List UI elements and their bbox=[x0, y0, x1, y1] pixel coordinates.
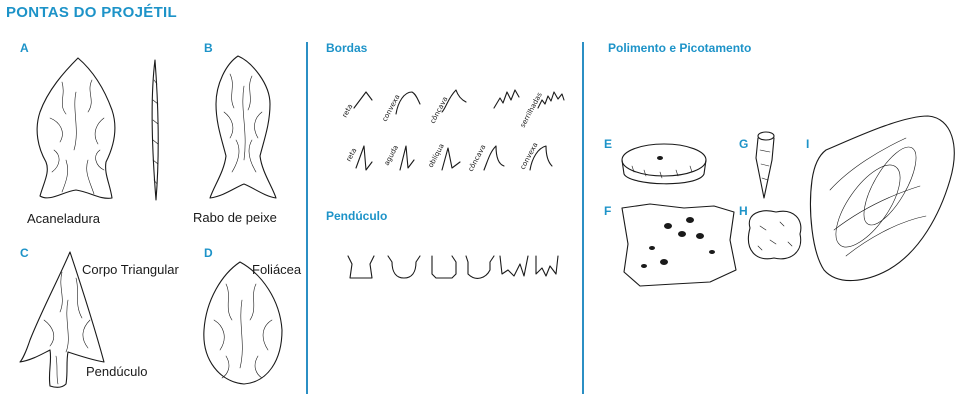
polish-h-illustration bbox=[748, 210, 802, 260]
point-c-illustration bbox=[19, 251, 105, 388]
bordas-row2-glyphs bbox=[355, 145, 553, 171]
bordas-title: Bordas bbox=[326, 41, 368, 55]
polish-i-illustration bbox=[810, 115, 955, 282]
label-a: A bbox=[20, 41, 29, 55]
point-a-illustration bbox=[36, 57, 116, 199]
caption-penduculo: Pendúculo bbox=[86, 364, 148, 379]
point-b-illustration bbox=[209, 55, 277, 199]
page-title: PONTAS DO PROJÉTIL bbox=[6, 4, 177, 21]
label-f: F bbox=[604, 204, 612, 218]
bordas-label-aguda: aguda bbox=[383, 144, 400, 167]
bordas-row1-labels: reta convexa côncava serrilhadas bbox=[341, 91, 544, 129]
label-e: E bbox=[604, 137, 613, 151]
caption-rabo-de-peixe: Rabo de peixe bbox=[193, 210, 277, 225]
label-i: I bbox=[806, 137, 810, 151]
label-d: D bbox=[204, 246, 213, 260]
divider-left bbox=[306, 42, 308, 394]
point-a-side-illustration bbox=[151, 59, 159, 201]
point-d-illustration bbox=[203, 261, 283, 385]
polish-f-illustration bbox=[621, 203, 737, 287]
bordas-label-reta: reta bbox=[341, 103, 355, 119]
label-c: C bbox=[20, 246, 29, 260]
bordas-label-convexa-2: convexa bbox=[519, 141, 540, 171]
bordas-label-concava: côncava bbox=[429, 95, 450, 124]
caption-acaneladura: Acaneladura bbox=[27, 211, 100, 226]
label-h: H bbox=[739, 204, 748, 218]
caption-corpo-triangular: Corpo Triangular bbox=[82, 262, 179, 277]
polish-g-illustration bbox=[755, 131, 775, 199]
polimento-title: Polimento e Picotamento bbox=[608, 41, 752, 55]
polish-e-illustration bbox=[621, 143, 707, 185]
label-b: B bbox=[204, 41, 213, 55]
bordas-label-serrilhadas: serrilhadas bbox=[519, 91, 544, 129]
caption-foliacea: Foliácea bbox=[252, 262, 302, 277]
bordas-row1-glyphs bbox=[353, 89, 565, 115]
penduculo-title: Pendúculo bbox=[326, 209, 388, 223]
label-g: G bbox=[739, 137, 749, 151]
penduculo-shapes bbox=[347, 255, 559, 279]
bordas-label-convexa: convexa bbox=[381, 93, 402, 123]
bordas-label-reta-2: reta bbox=[345, 147, 359, 163]
divider-right bbox=[582, 42, 584, 394]
